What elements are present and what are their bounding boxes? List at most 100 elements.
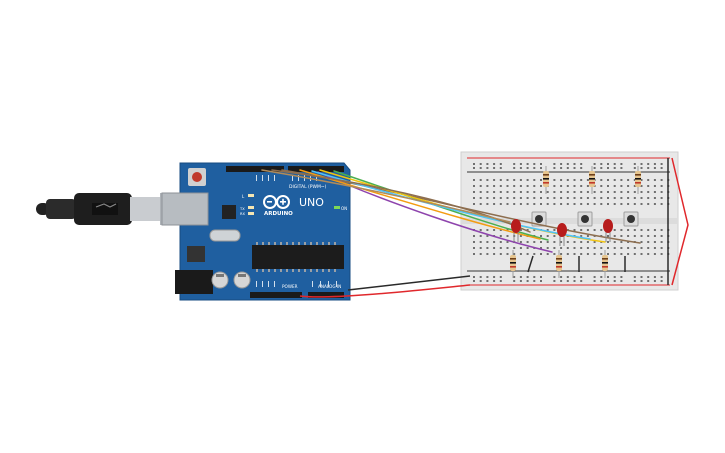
breadboard-hole <box>499 163 502 165</box>
breadboard-hole <box>493 163 496 165</box>
breadboard-hole <box>633 280 636 282</box>
breadboard-hole <box>473 235 475 237</box>
breadboard-hole <box>519 276 522 278</box>
breadboard-hole <box>566 203 569 205</box>
usb-jack <box>161 192 209 226</box>
breadboard-hole <box>660 276 663 278</box>
breadboard-hole <box>580 191 583 193</box>
breadboard-hole <box>607 197 609 199</box>
breadboard-hole <box>593 276 596 278</box>
breadboard-hole <box>506 247 509 249</box>
breadboard-hole <box>660 280 663 282</box>
breadboard-hole <box>633 235 636 237</box>
breadboard-hole <box>513 167 516 169</box>
breadboard-hole <box>627 185 630 187</box>
red-led <box>511 219 521 242</box>
breadboard-hole <box>526 179 529 181</box>
breadboard-hole <box>553 235 556 237</box>
breadboard-hole <box>479 280 482 282</box>
breadboard-hole <box>600 191 603 193</box>
breadboard-hole <box>473 197 475 199</box>
push-button[interactable] <box>577 211 593 227</box>
breadboard-hole <box>473 241 475 243</box>
breadboard-hole <box>533 163 536 165</box>
breadboard-hole <box>647 253 650 255</box>
breadboard-hole <box>479 247 482 249</box>
breadboard-hole <box>540 280 542 282</box>
breadboard-holes <box>473 163 670 282</box>
breadboard-hole <box>553 241 556 243</box>
breadboard-hole <box>660 229 663 231</box>
breadboard-hole <box>506 179 509 181</box>
breadboard-hole <box>633 253 636 255</box>
breadboard-hole <box>560 185 563 187</box>
breadboard-hole <box>566 179 569 181</box>
breadboard-hole <box>473 203 475 205</box>
breadboard-hole <box>479 253 482 255</box>
breadboard-hole <box>553 185 556 187</box>
breadboard-hole <box>479 185 482 187</box>
breadboard-hole <box>580 229 583 231</box>
breadboard-hole <box>653 276 656 278</box>
breadboard-hole <box>660 253 663 255</box>
breadboard-hole <box>506 253 509 255</box>
breadboard-hole <box>486 167 489 169</box>
breadboard-hole <box>647 185 650 187</box>
breadboard-hole <box>586 179 589 181</box>
breadboard-hole <box>479 179 482 181</box>
breadboard[interactable] <box>460 151 679 291</box>
breadboard-hole <box>506 203 509 205</box>
red-led <box>557 223 567 246</box>
breadboard-hole <box>633 203 636 205</box>
breadboard-hole <box>499 235 502 237</box>
breadboard-hole <box>640 276 643 278</box>
breadboard-hole <box>493 280 496 282</box>
breadboard-hole <box>473 185 475 187</box>
breadboard-hole <box>493 247 496 249</box>
breadboard-hole <box>613 276 616 278</box>
breadboard-hole <box>573 247 576 249</box>
breadboard-hole <box>620 179 623 181</box>
microcontroller-chip <box>252 245 344 269</box>
breadboard-hole <box>526 191 529 193</box>
breadboard-hole <box>653 203 656 205</box>
wire-black-gnd <box>347 275 471 291</box>
breadboard-hole <box>647 235 650 237</box>
breadboard-hole <box>546 253 549 255</box>
breadboard-hole <box>633 197 636 199</box>
breadboard-hole <box>526 167 529 169</box>
push-button[interactable] <box>531 211 547 227</box>
breadboard-hole <box>633 247 636 249</box>
breadboard-hole <box>620 163 623 165</box>
breadboard-hole <box>493 203 496 205</box>
wire-red-5v <box>299 284 471 298</box>
breadboard-hole <box>647 247 650 249</box>
wire-orange <box>299 169 541 240</box>
arduino-board[interactable]: ARDUINO UNO DIGITAL (PWM~) POWER ANALOG … <box>161 162 351 301</box>
breadboard-hole <box>519 191 522 193</box>
resistor <box>543 166 549 194</box>
breadboard-hole <box>513 203 516 205</box>
breadboard-hole <box>486 280 489 282</box>
breadboard-hole <box>560 276 563 278</box>
breadboard-hole <box>519 179 522 181</box>
breadboard-hole <box>613 197 616 199</box>
breadboard-hole <box>573 203 576 205</box>
breadboard-hole <box>573 241 576 243</box>
breadboard-hole <box>560 191 563 193</box>
resistor <box>556 250 562 278</box>
power-label: POWER <box>282 284 298 289</box>
breadboard-hole <box>553 191 556 193</box>
breadboard-hole <box>627 241 630 243</box>
led-rx-label: RX <box>240 212 245 216</box>
breadboard-hole <box>526 229 529 231</box>
breadboard-hole <box>519 253 522 255</box>
breadboard-hole <box>627 253 630 255</box>
breadboard-hole <box>660 247 663 249</box>
breadboard-hole <box>640 179 643 181</box>
breadboard-hole <box>513 197 516 199</box>
breadboard-hole <box>493 191 496 193</box>
push-button[interactable] <box>623 211 639 227</box>
analog-header <box>308 292 344 298</box>
breadboard-hole <box>506 241 509 243</box>
